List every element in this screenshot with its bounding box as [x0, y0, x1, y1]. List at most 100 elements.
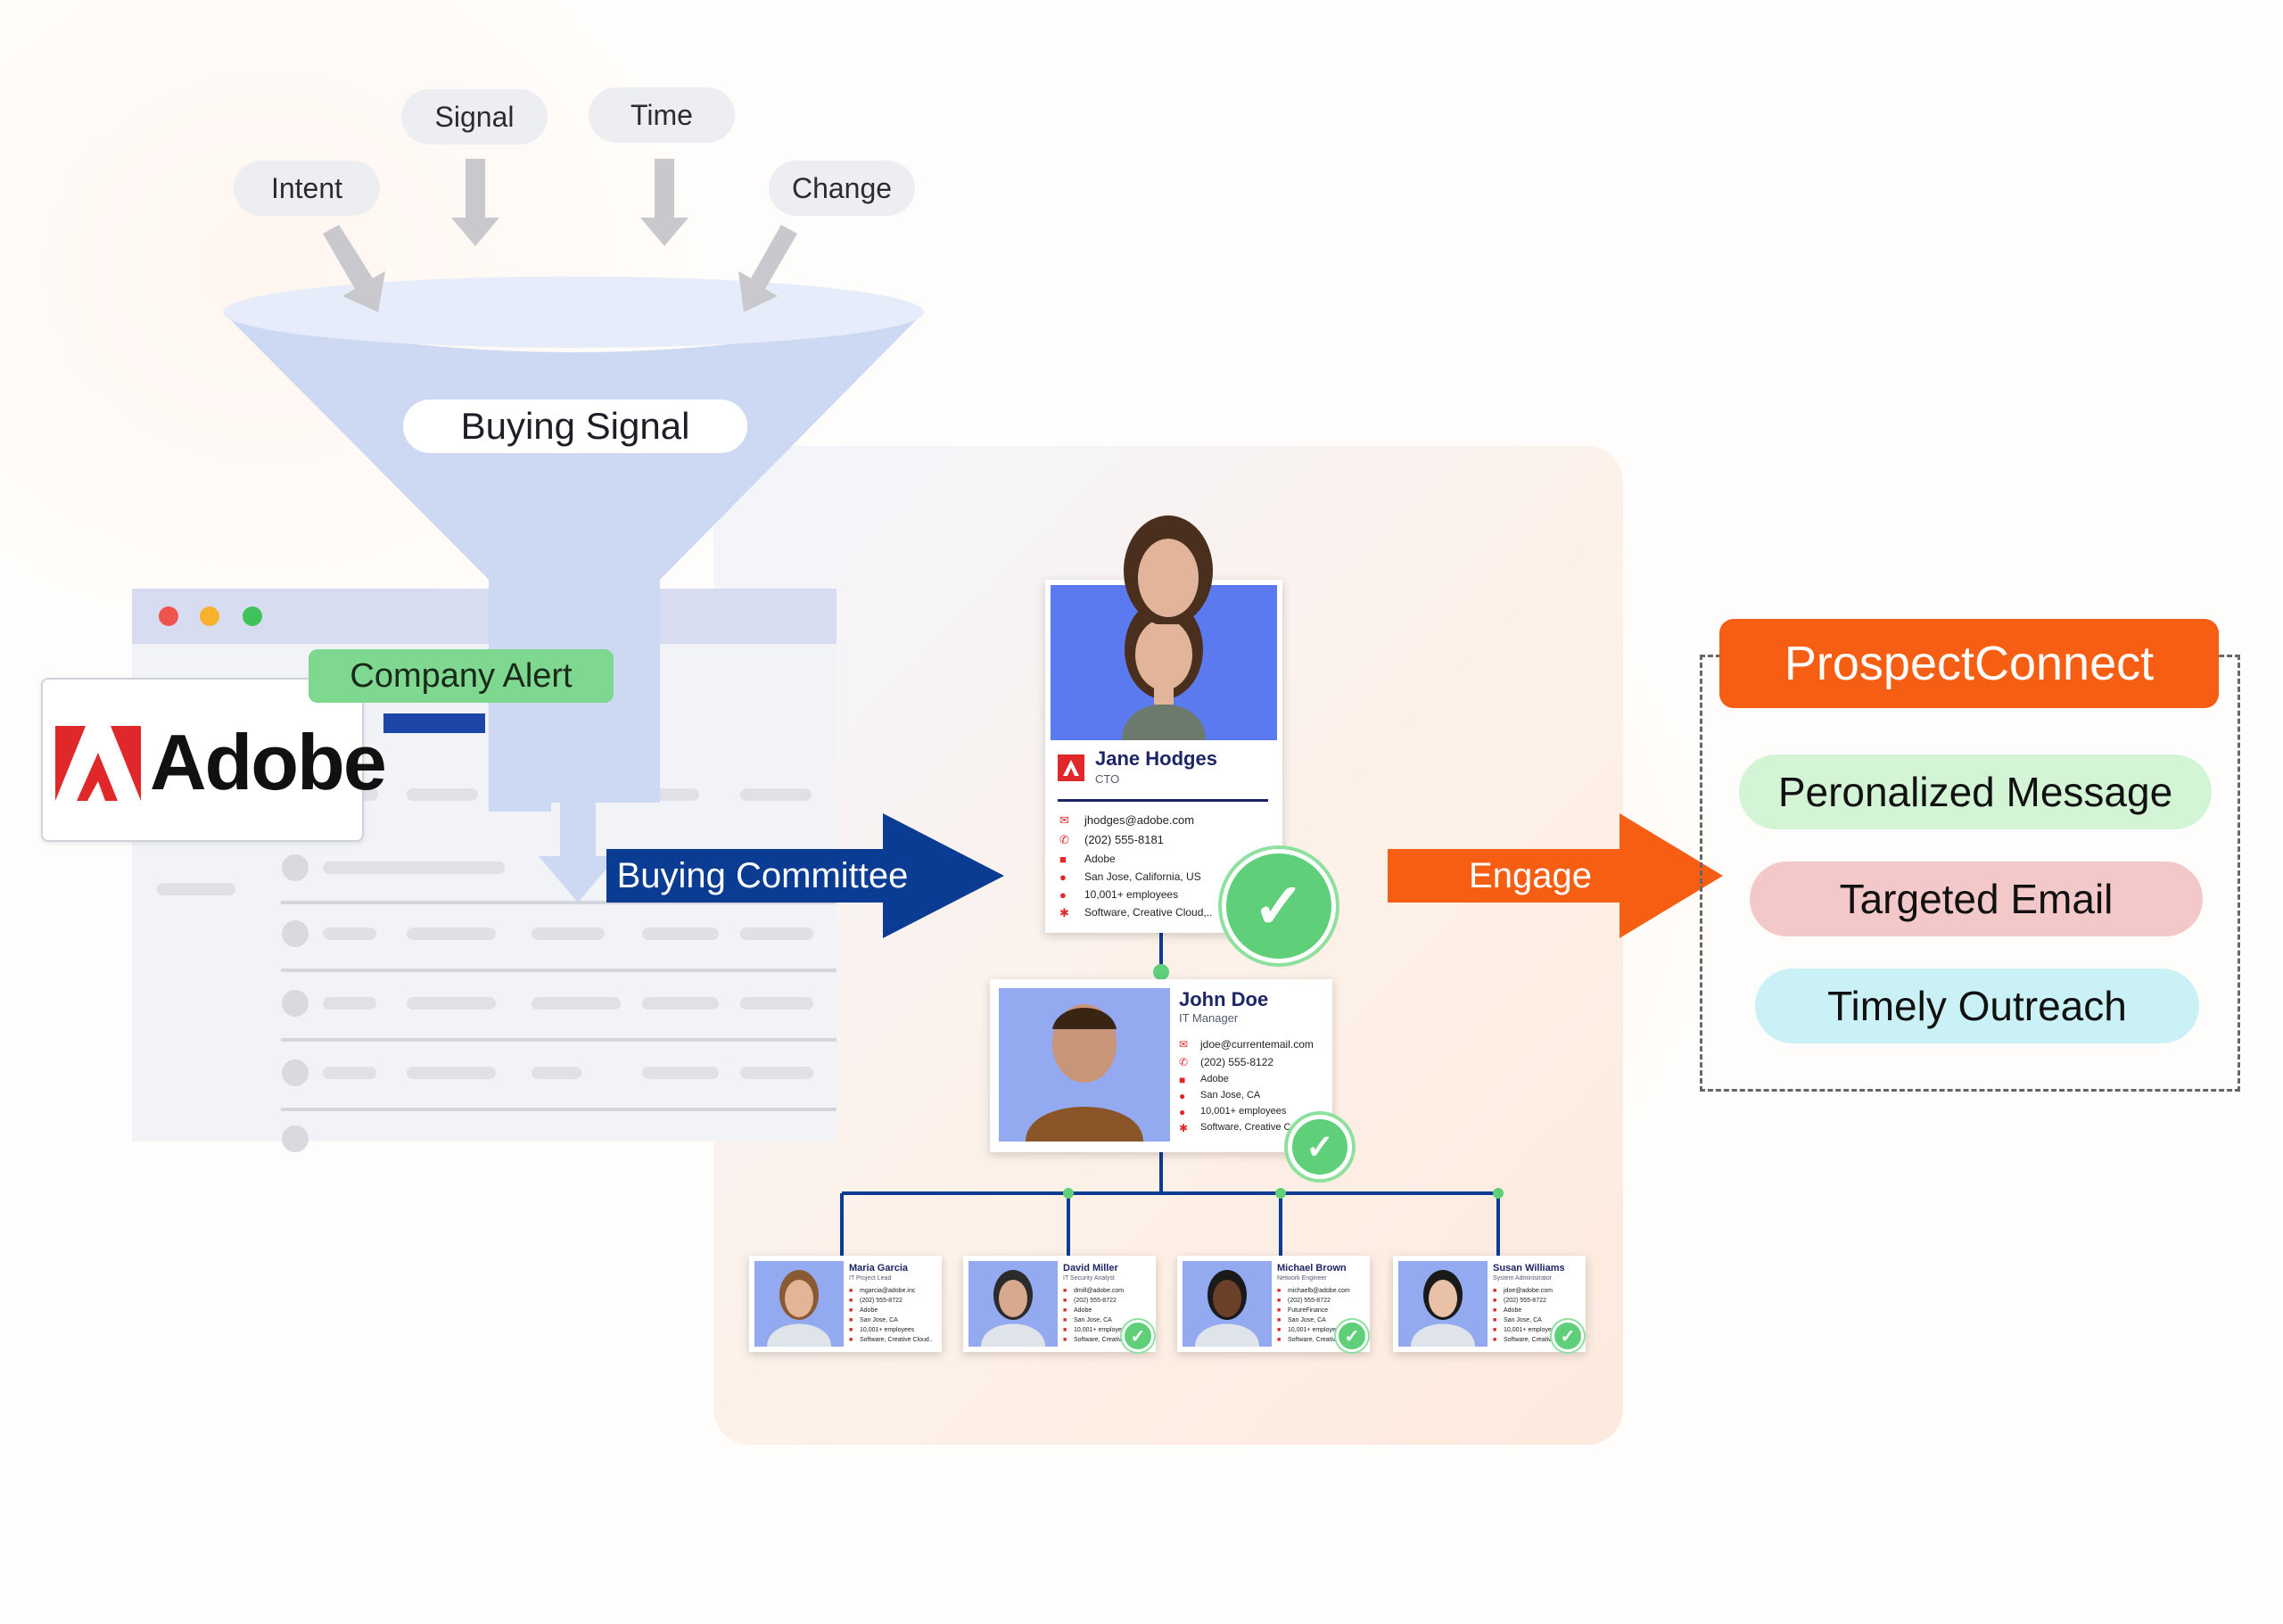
- adobe-logo-icon: [55, 726, 141, 801]
- row-divider: [281, 901, 837, 904]
- contact-role: System Administrator: [1493, 1275, 1553, 1282]
- contact-detail: dmill@adobe.com: [1074, 1288, 1125, 1294]
- minimize-dot-icon: [200, 606, 219, 626]
- location-icon: ●: [1179, 1090, 1186, 1102]
- card-divider: [1058, 799, 1268, 802]
- team-card[interactable]: David Miller IT Security Analyst■ dmill@…: [963, 1256, 1156, 1352]
- cell-placeholder: [532, 1067, 581, 1079]
- input-change: Change: [769, 161, 915, 216]
- detail-icon: ■: [849, 1317, 853, 1323]
- contact-photo: [1398, 1261, 1488, 1347]
- contact-card-primary[interactable]: Jane Hodges CTO ✉ jhodges@adobe.com ✆ (2…: [1045, 580, 1282, 933]
- contact-detail: 10,001+ employees: [1288, 1327, 1343, 1333]
- contact-detail: Software, Creative Cloud..: [860, 1337, 933, 1343]
- option-personalized-message: Peronalized Message: [1739, 754, 2212, 829]
- avatar-placeholder: [282, 1125, 309, 1152]
- contact-detail: 10,001+ employees: [1504, 1327, 1559, 1333]
- contact-detail: mgarcia@adobe.inc: [860, 1288, 916, 1294]
- cell-placeholder: [740, 997, 813, 1010]
- option-targeted-email: Targeted Email: [1750, 861, 2203, 936]
- cell-placeholder: [642, 927, 719, 940]
- contact-detail: San Jose, CA: [1074, 1317, 1112, 1323]
- employees-icon: ●: [1059, 888, 1067, 902]
- contact-location: San Jose, CA: [1200, 1090, 1261, 1101]
- contact-head-overflow: [1124, 515, 1213, 624]
- cell-placeholder: [407, 788, 478, 801]
- option-timely-outreach: Timely Outreach: [1755, 969, 2199, 1043]
- input-time: Time: [589, 87, 735, 143]
- verified-check-icon: ✓: [1336, 1320, 1368, 1352]
- contact-location: San Jose, California, US: [1084, 870, 1201, 883]
- detail-icon: ■: [1493, 1317, 1497, 1323]
- contact-company: Adobe: [1200, 1074, 1229, 1084]
- contact-name: Susan Williams: [1493, 1263, 1565, 1274]
- verified-check-icon: ✓: [1122, 1320, 1154, 1352]
- input-intent: Intent: [234, 161, 380, 216]
- contact-industry: Software, Creative Cloud,..: [1084, 906, 1213, 919]
- maximize-dot-icon: [243, 606, 262, 626]
- detail-icon: ■: [1493, 1337, 1497, 1343]
- contact-detail: FutureFinance: [1288, 1307, 1329, 1314]
- cell-placeholder: [323, 927, 376, 940]
- cell-placeholder: [323, 997, 376, 1010]
- buying-signal-label: Buying Signal: [403, 400, 747, 453]
- detail-icon: ■: [1063, 1307, 1067, 1314]
- contact-detail: (202) 555-8722: [1074, 1298, 1117, 1304]
- cell-placeholder: [532, 927, 605, 940]
- industry-icon: ✱: [1059, 906, 1069, 919]
- contact-detail: (202) 555-8722: [860, 1298, 902, 1304]
- detail-icon: ■: [1063, 1298, 1067, 1304]
- row-divider: [281, 969, 837, 972]
- phone-icon: ✆: [1059, 833, 1069, 846]
- contact-detail: (202) 555-8722: [1504, 1298, 1546, 1304]
- contact-detail: Software, Creative..: [1504, 1337, 1559, 1343]
- detail-icon: ■: [849, 1288, 853, 1294]
- avatar-placeholder: [282, 990, 309, 1017]
- detail-icon: ■: [1277, 1298, 1282, 1304]
- contact-detail: Adobe: [1074, 1307, 1092, 1314]
- team-card[interactable]: Michael Brown Network Engineer ■ michaelb…: [1177, 1256, 1370, 1352]
- employees-icon: ●: [1179, 1106, 1186, 1118]
- cell-placeholder: [642, 1067, 719, 1079]
- email-icon: ✉: [1059, 813, 1069, 827]
- detail-icon: ■: [1277, 1288, 1282, 1294]
- adobe-badge-icon: [1058, 754, 1084, 781]
- detail-icon: ■: [849, 1307, 853, 1314]
- cell-placeholder: [740, 788, 812, 801]
- contact-detail: (202) 555-8722: [1288, 1298, 1331, 1304]
- detail-icon: ■: [849, 1337, 853, 1343]
- detail-icon: ■: [1493, 1327, 1497, 1333]
- team-card[interactable]: Maria Garcia IT Project Lead■ mgarcia@ad…: [749, 1256, 942, 1352]
- cell-placeholder: [323, 861, 421, 874]
- contact-detail: Software, Creative..: [1288, 1337, 1343, 1343]
- detail-icon: ■: [1493, 1307, 1497, 1314]
- contact-detail: San Jose, CA: [1288, 1317, 1326, 1323]
- contact-detail: Software, Creative..: [1074, 1337, 1129, 1343]
- cell-placeholder: [740, 1067, 813, 1079]
- contact-detail: michaelb@adobe.com: [1288, 1288, 1350, 1294]
- detail-icon: ■: [1277, 1327, 1282, 1333]
- contact-employees: 10,001+ employees: [1084, 888, 1179, 901]
- contact-detail: Adobe: [1504, 1307, 1522, 1314]
- contact-name: Michael Brown: [1277, 1263, 1347, 1274]
- company-alert-badge: Company Alert: [309, 649, 614, 703]
- detail-icon: ■: [1277, 1317, 1282, 1323]
- contact-employees: 10,001+ employees: [1200, 1106, 1287, 1117]
- contact-role: Network Engineer: [1277, 1275, 1327, 1282]
- detail-icon: ■: [1493, 1288, 1497, 1294]
- contact-role: CTO: [1095, 772, 1120, 786]
- avatar-placeholder: [282, 1059, 309, 1086]
- contact-name: John Doe: [1179, 988, 1269, 1010]
- contact-card-secondary[interactable]: John Doe IT Manager ✉ jdoe@currentemail.…: [990, 979, 1332, 1152]
- company-logo-text: Adobe: [150, 718, 387, 806]
- buying-committee-arrow: [606, 813, 1004, 938]
- highlight-bar: [383, 713, 485, 733]
- prospectconnect-button[interactable]: ProspectConnect: [1719, 619, 2219, 708]
- detail-icon: ■: [1063, 1337, 1067, 1343]
- detail-icon: ■: [849, 1327, 853, 1333]
- engage-arrow: [1388, 813, 1723, 938]
- cell-placeholder: [642, 997, 719, 1010]
- detail-icon: ■: [849, 1298, 853, 1304]
- detail-icon: ■: [1493, 1298, 1497, 1304]
